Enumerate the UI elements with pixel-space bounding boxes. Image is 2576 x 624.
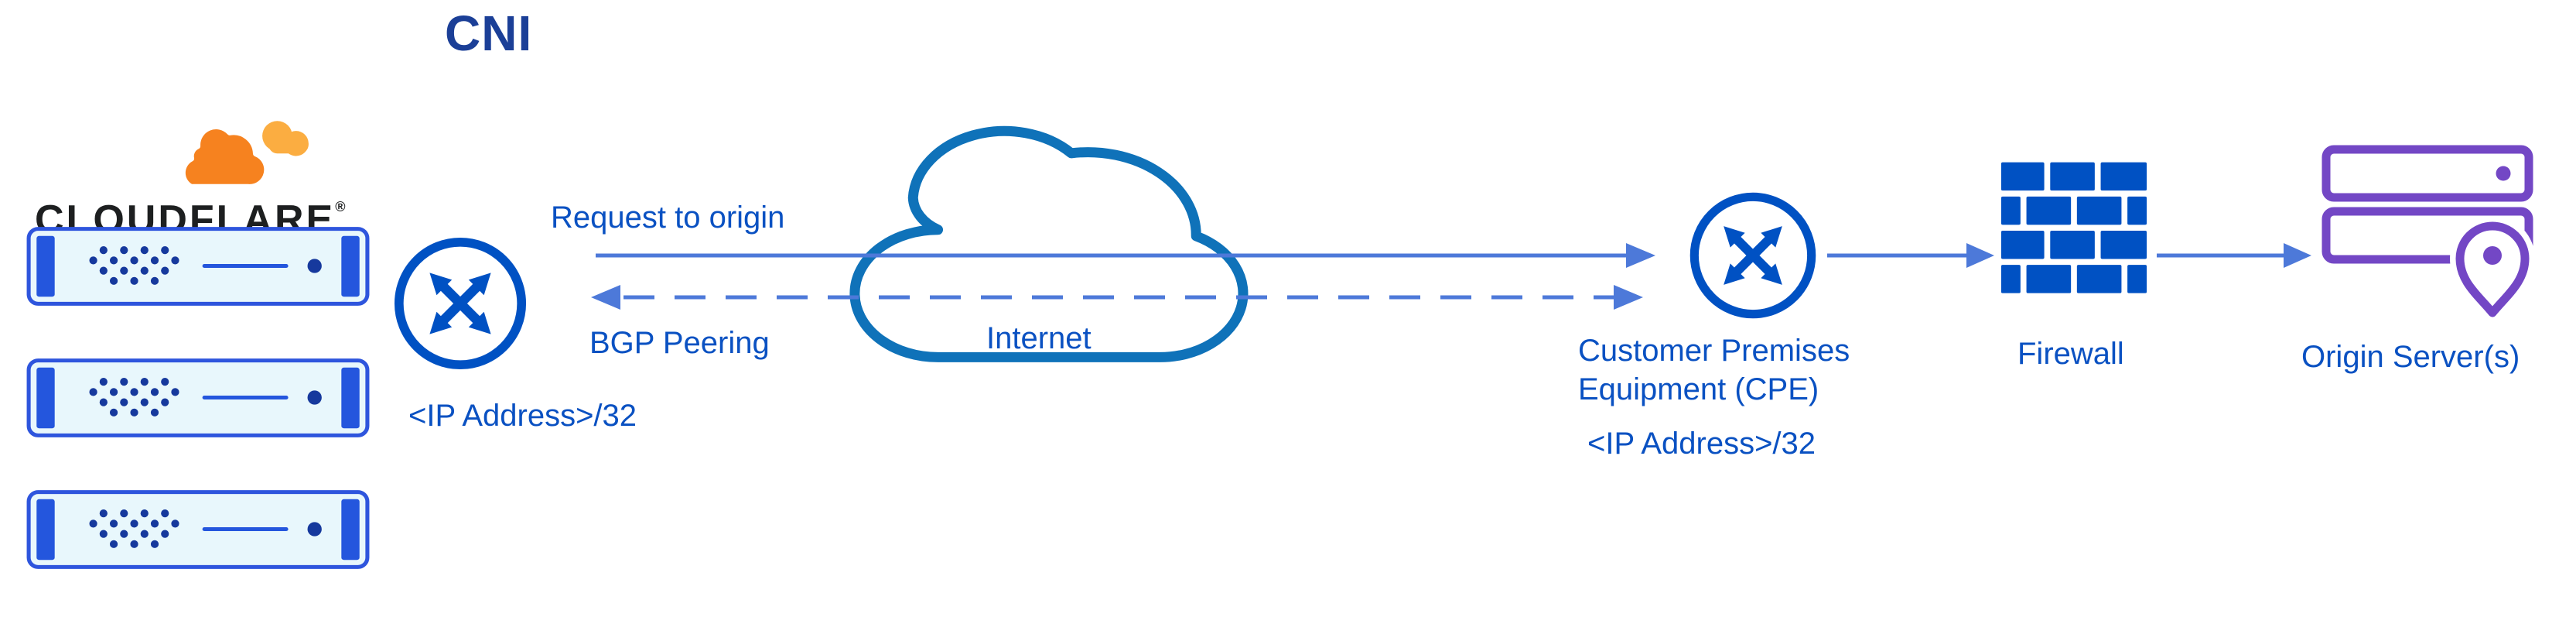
internet-cloud-icon [834, 102, 1292, 373]
cloudflare-cloud-icon [179, 121, 309, 190]
location-pin-icon [2450, 216, 2535, 319]
cloudflare-server-icon [25, 355, 371, 441]
origin-server-icon [2321, 145, 2535, 319]
cloudflare-ip-label: <IP Address>/32 [408, 399, 637, 433]
origin-servers-label: Origin Server(s) [2301, 340, 2520, 374]
cloudflare-server-icon [25, 223, 371, 310]
firewall-label: Firewall [2017, 337, 2124, 371]
internet-label: Internet [986, 321, 1092, 355]
request-to-origin-label: Request to origin [551, 201, 785, 235]
cloudflare-router-icon [391, 234, 530, 373]
cpe-label-line1: Customer Premises [1578, 334, 1850, 368]
cpe-ip-label: <IP Address>/32 [1587, 427, 1816, 461]
cpe-label: Customer Premises Equipment (CPE) [1578, 331, 1850, 409]
bgp-peering-label: BGP Peering [589, 326, 770, 360]
bgp-peering-arrow [591, 285, 1643, 310]
cpe-to-firewall-arrow [1827, 243, 1994, 268]
cpe-router-icon [1686, 189, 1819, 322]
firewall-icon [2000, 162, 2147, 293]
cpe-label-line2: Equipment (CPE) [1578, 372, 1819, 406]
request-to-origin-arrow [596, 243, 1655, 268]
firewall-to-origin-arrow [2157, 243, 2311, 268]
diagram-title: CNI [445, 5, 533, 61]
registered-mark: ® [335, 199, 348, 214]
cloudflare-server-icon [25, 486, 371, 573]
